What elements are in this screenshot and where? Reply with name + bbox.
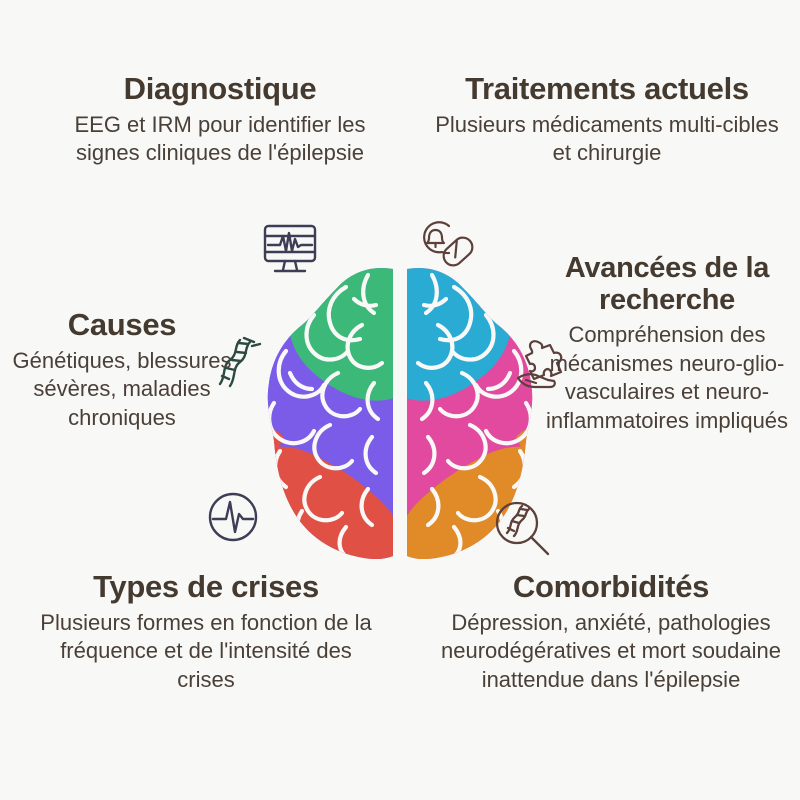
brain-illustration bbox=[267, 263, 533, 563]
section-body-avancees-de-la-recherche: Compréhension des mécanismes neuro-glio-… bbox=[545, 321, 789, 433]
eeg-monitor-icon bbox=[263, 224, 317, 273]
section-causes: Causes Génétiques, blessures sévères, ma… bbox=[6, 307, 238, 433]
section-title-types-de-crises: Types de crises bbox=[93, 569, 319, 604]
section-body-traitements-actuels: Plusieurs médicaments multi-cibles et ch… bbox=[435, 111, 779, 166]
section-body-diagnostique: EEG et IRM pour identifier les signes cl… bbox=[74, 111, 366, 166]
section-title-causes: Causes bbox=[67, 307, 177, 342]
section-diagnostique: Diagnostique EEG et IRM pour identifier … bbox=[52, 71, 388, 168]
section-types-de-crises: Types de crises Plusieurs formes en fonc… bbox=[30, 569, 382, 695]
pulse-circle-icon bbox=[208, 492, 258, 542]
section-avancees-de-la-recherche: Avancées de la recherche Compréhension d… bbox=[540, 252, 794, 435]
section-body-types-de-crises: Plusieurs formes en fonction de la fréqu… bbox=[40, 609, 372, 692]
dna-helix-icon bbox=[218, 336, 262, 388]
section-title-comorbidites: Comorbidités bbox=[512, 569, 710, 604]
section-traitements-actuels: Traitements actuels Plusieurs médicament… bbox=[432, 71, 782, 168]
brain-central-fissure bbox=[394, 263, 406, 563]
section-body-comorbidites: Dépression, anxiété, pathologies neurodé… bbox=[441, 609, 781, 692]
section-title-avancees-de-la-recherche: Avancées de la recherche bbox=[564, 252, 770, 317]
section-body-causes: Génétiques, blessures sévères, maladies … bbox=[12, 347, 232, 430]
pill-bell-icon bbox=[423, 221, 474, 267]
puzzle-hand-icon bbox=[516, 340, 563, 389]
dna-search-icon bbox=[495, 501, 550, 556]
section-title-diagnostique: Diagnostique bbox=[123, 71, 317, 106]
section-comorbidites: Comorbidités Dépression, anxiété, pathol… bbox=[428, 569, 794, 695]
section-title-traitements-actuels: Traitements actuels bbox=[465, 71, 749, 106]
brain-sulci bbox=[267, 272, 533, 560]
